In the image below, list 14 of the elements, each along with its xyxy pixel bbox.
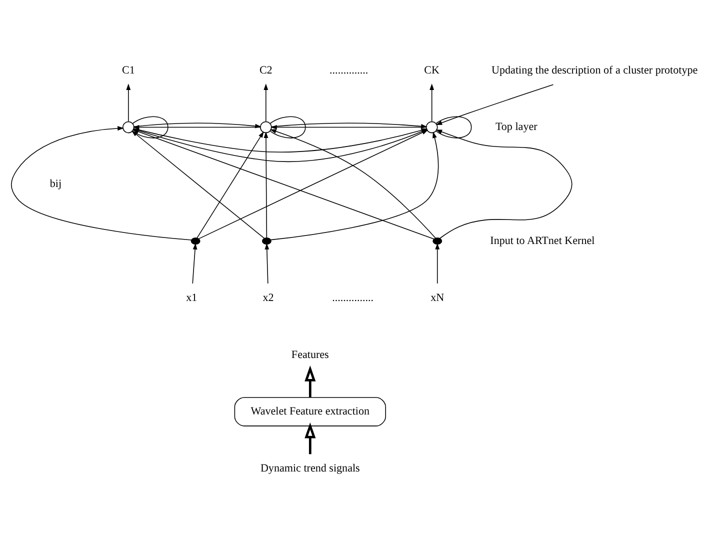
node-text: xN — [430, 291, 444, 304]
label: Input to ARTnet Kernel — [490, 234, 595, 246]
label: ............... — [332, 291, 374, 304]
label: bij — [50, 178, 62, 190]
node-text: x1 — [186, 291, 198, 304]
node-text: C2 — [259, 64, 272, 76]
node-text: CK — [424, 64, 440, 76]
label: Top layer — [495, 120, 538, 133]
node-text: Features — [291, 348, 329, 360]
node-text: x2 — [262, 291, 274, 304]
node-text: Updating the description of a cluster prototype — [492, 64, 698, 76]
node-text: Dynamic trend signals — [260, 462, 360, 474]
node-text: C1 — [122, 64, 135, 76]
label: .............. — [330, 64, 368, 76]
